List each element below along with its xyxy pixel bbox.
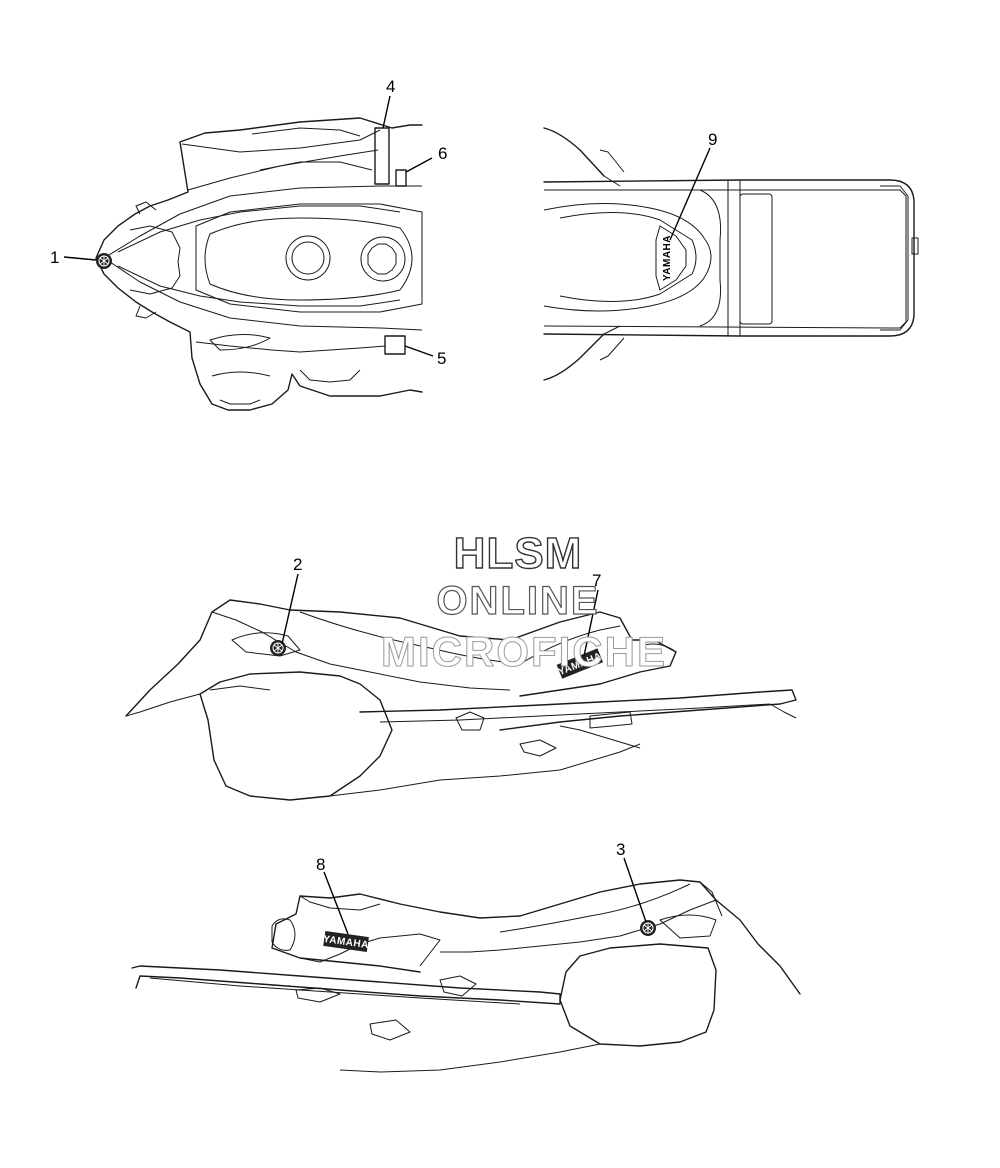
rear-top-view: YAMAHA [543, 127, 919, 381]
callout-2: 2 [293, 555, 302, 574]
svg-text:YAMAHA: YAMAHA [662, 235, 673, 281]
callout-5: 5 [437, 349, 446, 368]
callout-3: 3 [616, 840, 625, 859]
callout-6: 6 [438, 144, 447, 163]
right-side-view: YAMAHA [131, 879, 801, 1073]
decal-5-outline [384, 335, 406, 355]
yamaha-tuning-fork-emblem-icon [640, 920, 656, 936]
front-top-view [95, 117, 423, 411]
callout-7: 7 [592, 571, 601, 590]
decal-4-outline [374, 127, 390, 185]
decal-6-outline [395, 169, 407, 187]
callout-9: 9 [708, 130, 717, 149]
callout-4: 4 [386, 77, 395, 96]
callout-leaders [63, 95, 711, 935]
yamaha-tuning-fork-emblem-icon [270, 640, 286, 656]
callout-labels: 1 2 3 4 5 6 7 8 9 [50, 77, 717, 874]
watermark-line-2: ONLINE [436, 579, 599, 623]
watermark-line-1: HLSM [454, 529, 583, 578]
yamaha-tuning-fork-emblem-icon [96, 253, 112, 269]
yamaha-decal-rear-top: YAMAHA [662, 235, 673, 281]
watermark: HLSM ONLINE MICROFICHE [381, 528, 667, 675]
callout-8: 8 [316, 855, 325, 874]
callout-1: 1 [50, 248, 59, 267]
watermark-line-3: MICROFICHE [381, 628, 667, 675]
yamaha-decal-right-side: YAMAHA [322, 931, 369, 952]
